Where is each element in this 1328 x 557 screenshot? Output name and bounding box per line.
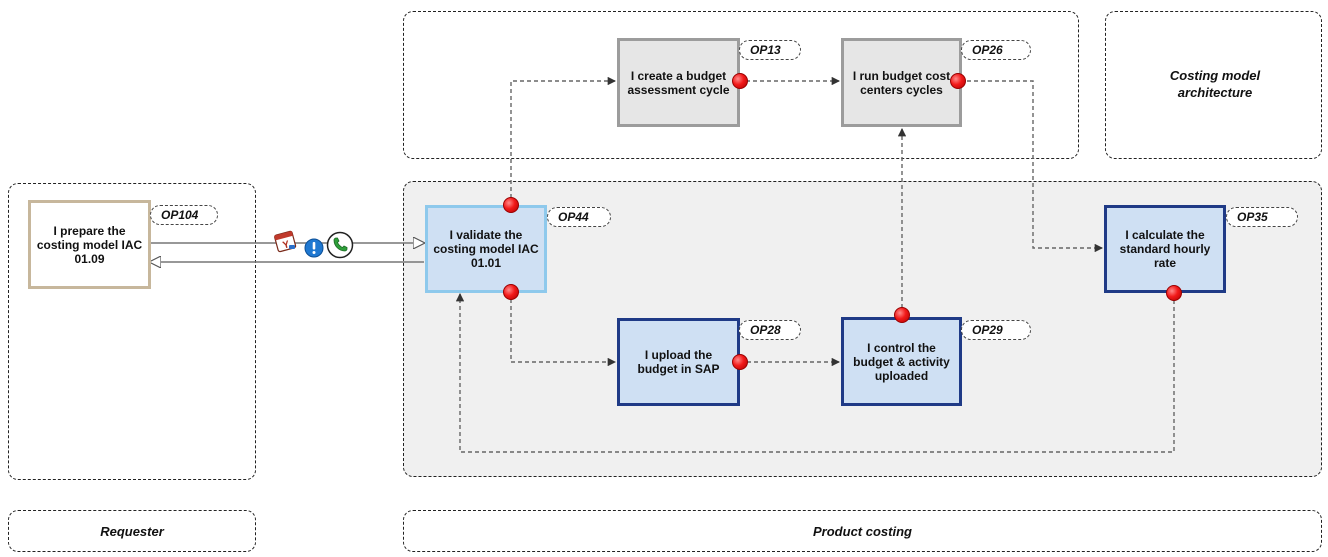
connector-dot[interactable] (503, 284, 519, 300)
flow-op44-op28 (510, 292, 617, 367)
connector-dot[interactable] (732, 73, 748, 89)
tag-op35: OP35 (1226, 207, 1298, 227)
calendar-icon: Y (274, 230, 297, 253)
node-op104[interactable]: I prepare the costing model IAC 01.09 (28, 200, 151, 289)
connector-dot[interactable] (503, 197, 519, 213)
connector-dot[interactable] (950, 73, 966, 89)
node-op26[interactable]: I run budget cost centers cycles (841, 38, 962, 127)
architecture-title: Costing model architecture (1169, 68, 1261, 100)
node-op35[interactable]: I calculate the standard hourly rate (1104, 205, 1226, 293)
connector-dot[interactable] (732, 354, 748, 370)
flow-op35-op44 (455, 292, 1175, 453)
tag-op104: OP104 (150, 205, 218, 225)
node-op13[interactable]: I create a budget assessment cycle (617, 38, 740, 127)
node-op29[interactable]: I control the budget & activity uploaded (841, 317, 962, 406)
architecture-title-lane (1105, 11, 1322, 159)
tag-op29: OP29 (961, 320, 1031, 340)
svg-text:Y: Y (282, 239, 292, 251)
tag-op26: OP26 (961, 40, 1031, 60)
node-op28[interactable]: I upload the budget in SAP (617, 318, 740, 406)
architecture-top-lane (403, 11, 1079, 159)
requester-lane (8, 183, 256, 480)
info-icon (304, 238, 324, 258)
connector-dot[interactable] (1166, 285, 1182, 301)
connector-dot[interactable] (894, 307, 910, 323)
tag-op13: OP13 (739, 40, 801, 60)
requester-lane-label: Requester (8, 510, 256, 552)
flow-op44-op13 (510, 76, 617, 205)
tag-op28: OP28 (739, 320, 801, 340)
phone-icon (326, 231, 354, 259)
node-op44[interactable]: I validate the costing model IAC 01.01 (425, 205, 547, 293)
tag-op44: OP44 (547, 207, 611, 227)
product-costing-lane-label: Product costing (403, 510, 1322, 552)
flow-op26-op35 (960, 80, 1104, 253)
